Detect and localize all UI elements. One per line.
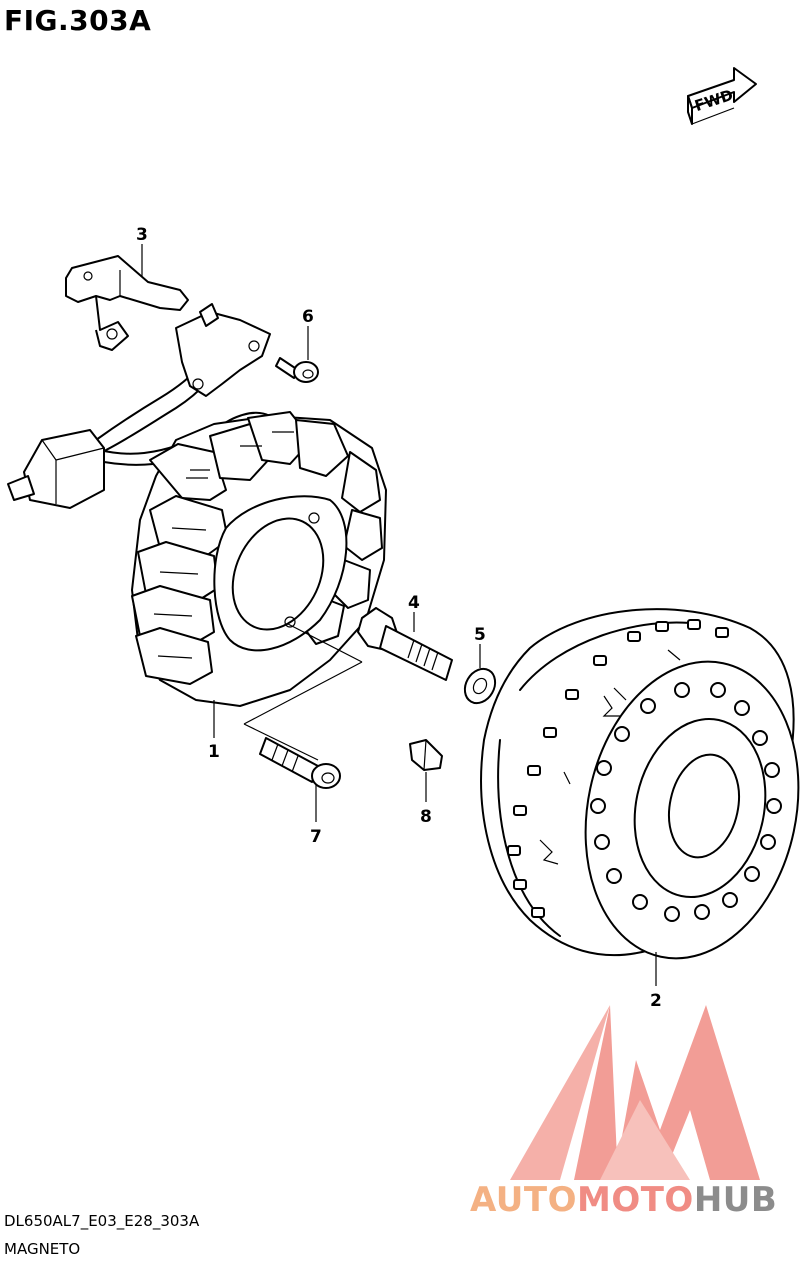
figure-title: FIG.303A xyxy=(4,4,152,37)
fwd-label: FWD xyxy=(692,86,735,115)
washer-part-5 xyxy=(463,667,497,705)
stator-part xyxy=(131,411,387,707)
rotor-rim-slots xyxy=(507,619,729,918)
rotor-vent-holes xyxy=(590,682,782,922)
callout-labels: 1 2 3 4 5 6 7 8 xyxy=(136,225,662,1011)
flywheel-rotor-part xyxy=(480,608,800,960)
stator-bolt-reference-lines xyxy=(243,623,363,761)
stator-bolt-part-7 xyxy=(259,737,341,789)
callout-4: 4 xyxy=(408,593,420,613)
connector-plug xyxy=(7,429,105,509)
callout-5: 5 xyxy=(474,625,486,645)
bolt-part-6 xyxy=(275,357,319,383)
watermark-brand-text: AUTOMOTOHUB xyxy=(470,1180,778,1220)
callout-7: 7 xyxy=(310,827,322,847)
callout-8: 8 xyxy=(420,807,432,827)
model-code: DL650AL7_E03_E28_303A xyxy=(4,1212,200,1230)
flywheel-bolt-part-4 xyxy=(357,607,453,681)
watermark-logo xyxy=(510,1005,760,1180)
callout-1: 1 xyxy=(208,742,220,762)
callout-3: 3 xyxy=(136,225,148,245)
woodruff-key-part-8 xyxy=(409,739,443,771)
fwd-arrow-icon: FWD xyxy=(687,67,757,125)
bracket-part xyxy=(65,255,189,351)
leader-lines xyxy=(141,244,657,986)
callout-2: 2 xyxy=(650,991,662,1011)
callout-6: 6 xyxy=(302,307,314,327)
section-name: MAGNETO xyxy=(4,1240,81,1258)
